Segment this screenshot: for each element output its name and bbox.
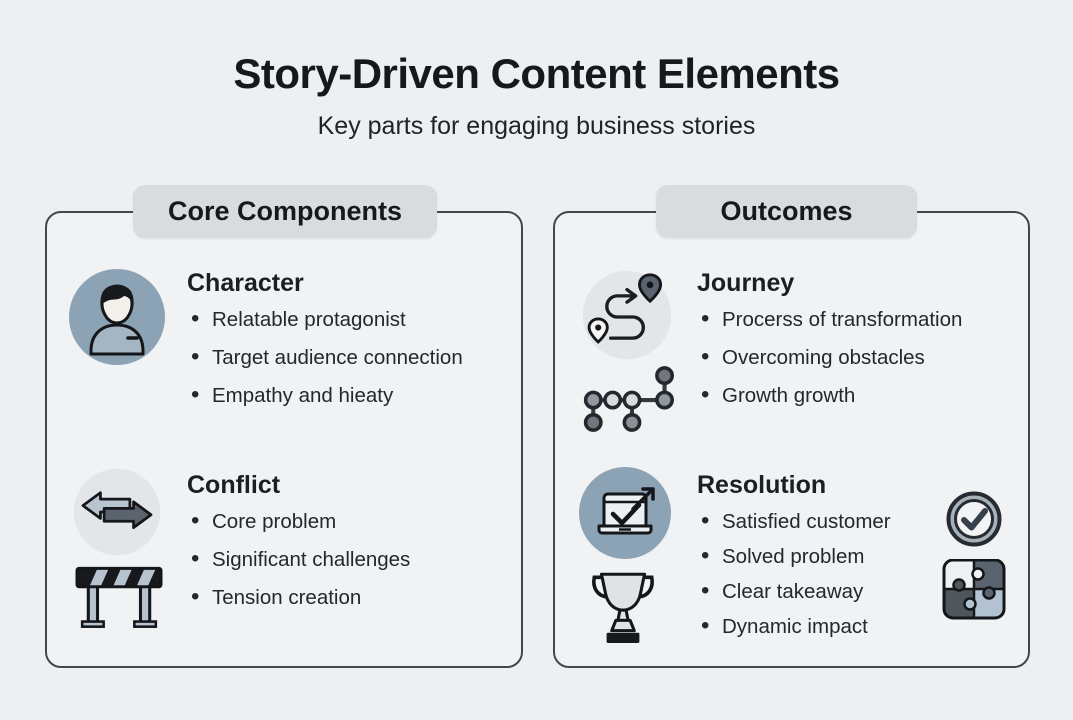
resolution-heading: Resolution (697, 471, 827, 499)
bullet-item: Dynamic impact (697, 613, 997, 639)
outcomes-panel: Journey Procerss of transformation Overc… (553, 211, 1030, 668)
bullet-item: Empathy and hieaty (187, 382, 517, 409)
core-components-header: Core Components (133, 185, 437, 238)
trophy-icon (589, 565, 657, 645)
core-components-header-label: Core Components (167, 196, 402, 226)
bullet-item: Clear takeaway (697, 578, 997, 604)
bullet-item: Significant challenges (187, 546, 517, 573)
road-barrier-icon (75, 563, 163, 631)
check-badge-icon (945, 490, 1003, 548)
conflict-heading: Conflict (187, 471, 281, 499)
network-nodes-icon (579, 363, 689, 433)
page-title: Story-Driven Content Elements (233, 50, 840, 97)
page-subtitle: Key parts for engaging business stories (317, 112, 756, 140)
journey-bullet-list: Procerss of transformation Overcoming ob… (697, 306, 1027, 409)
winding-path-icon (579, 269, 675, 365)
bullet-item: Overcoming obstacles (697, 344, 1027, 371)
conflict-bullet-list: Core problem Significant challenges Tens… (187, 508, 517, 611)
laptop-check-icon (577, 465, 673, 561)
bullet-item: Tension creation (187, 584, 517, 611)
opposing-arrows-icon (71, 466, 163, 558)
bullet-item: Target audience connection (187, 344, 517, 371)
character-heading: Character (187, 269, 304, 297)
outcomes-header: Outcomes (656, 185, 917, 238)
bullet-item: Solved problem (697, 543, 997, 569)
character-bullet-list: Relatable protagonist Target audience co… (187, 306, 517, 409)
bullet-item: Relatable protagonist (187, 306, 517, 333)
bullet-item: Procerss of transformation (697, 306, 1027, 333)
character-section: Character Relatable protagonist Target a… (187, 269, 517, 421)
core-components-panel: Character Relatable protagonist Target a… (45, 211, 523, 668)
resolution-bullet-list: Satisfied customer Solved problem Clear … (697, 508, 997, 639)
bullet-item: Growth growth (697, 382, 1027, 409)
journey-heading: Journey (697, 269, 795, 297)
journey-section: Journey Procerss of transformation Overc… (697, 269, 1027, 421)
resolution-section: Resolution Satisfied customer Solved pro… (697, 471, 997, 649)
person-avatar-icon (69, 269, 165, 365)
bullet-item: Satisfied customer (697, 508, 997, 534)
outcomes-header-label: Outcomes (720, 196, 853, 226)
conflict-section: Conflict Core problem Significant challe… (187, 471, 517, 623)
bullet-item: Core problem (187, 508, 517, 535)
puzzle-icon (941, 558, 1007, 621)
